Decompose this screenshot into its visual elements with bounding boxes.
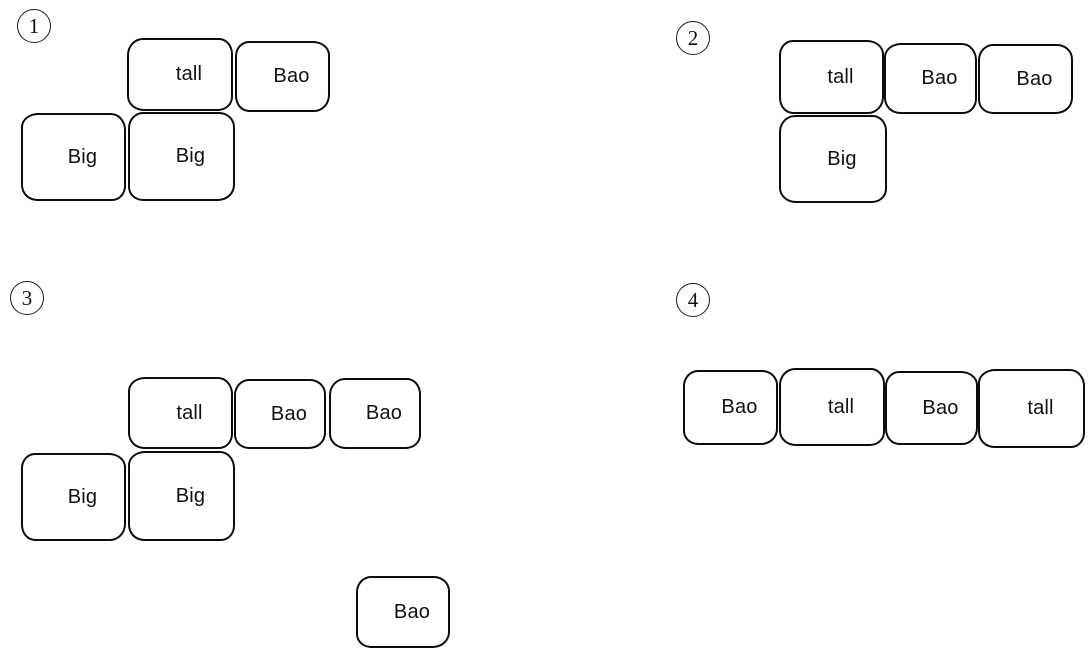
panel-4-tile-bao-1[interactable]: Bao — [683, 370, 778, 445]
panel-2-tile-tall-1[interactable]: tall — [779, 40, 884, 114]
panel-4-tile-tall-2[interactable]: tall — [978, 369, 1085, 448]
panel-marker-4: 4 — [676, 283, 710, 317]
panel-marker-2: 2 — [676, 21, 710, 55]
panel-3-tile-big-2[interactable]: Big — [128, 451, 235, 541]
tile-label: Bao — [922, 396, 959, 419]
tile-label: Bao — [721, 396, 758, 418]
tile-label: tall — [1027, 397, 1054, 419]
panel-marker-3: 3 — [10, 281, 44, 315]
panel-4-tile-bao-2[interactable]: Bao — [885, 371, 978, 445]
panel-3-tile-tall-1[interactable]: tall — [128, 377, 233, 449]
panel-4-tile-tall-1[interactable]: tall — [779, 368, 885, 446]
panel-marker-1: 1 — [17, 9, 51, 43]
panel-1-tile-tall-1[interactable]: tall — [127, 38, 233, 111]
tile-label: tall — [827, 395, 855, 418]
